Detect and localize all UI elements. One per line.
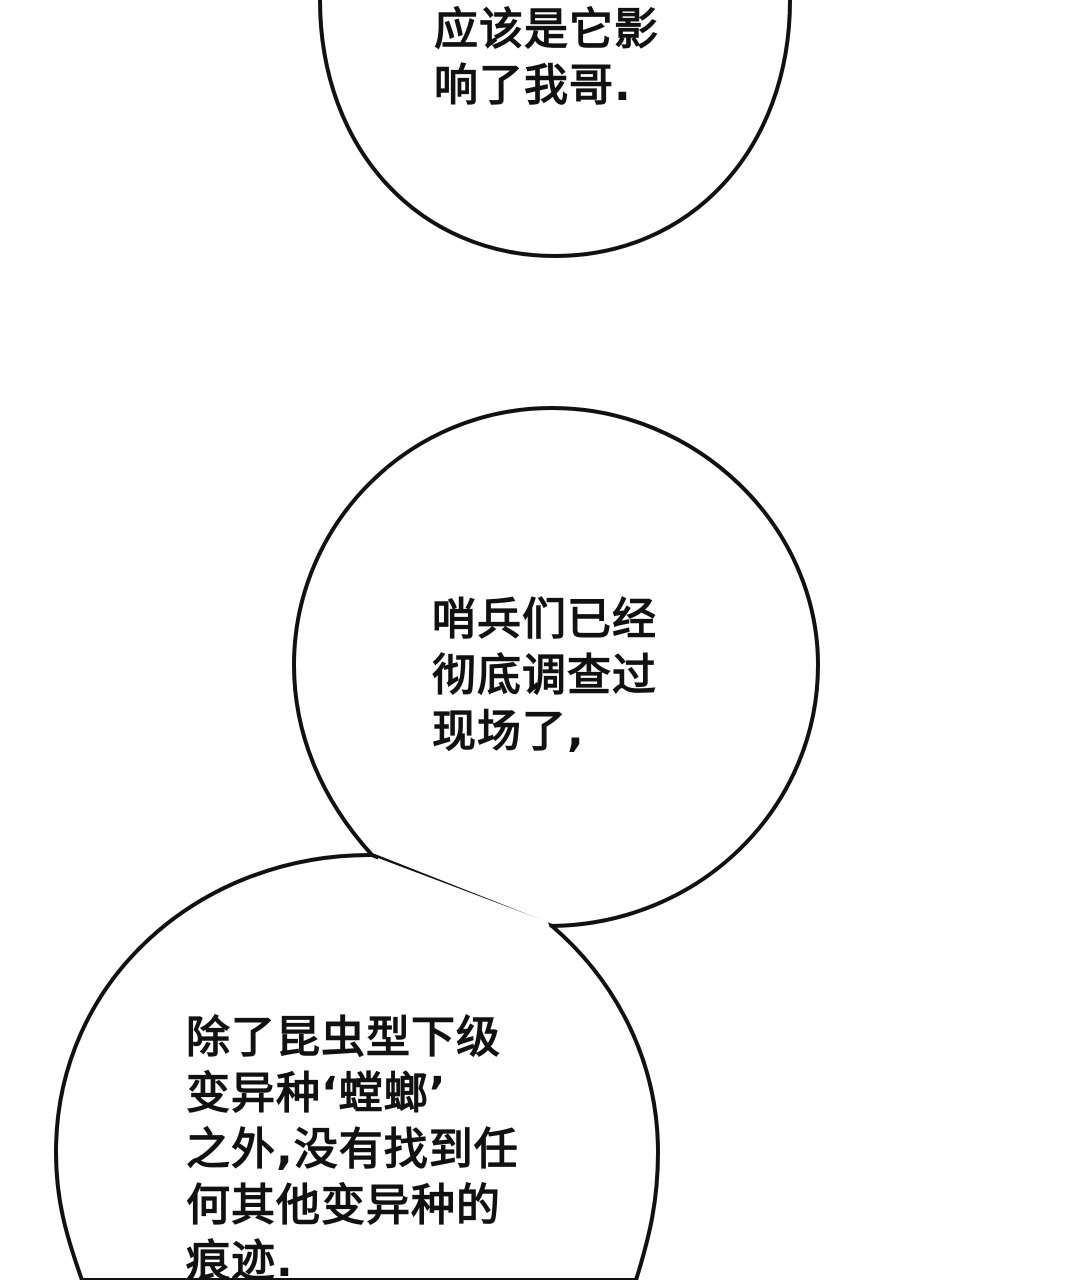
bubble-1-line-1: 应该是它影	[434, 4, 659, 55]
speech-bubble-2-outline	[291, 405, 821, 928]
bubble-1-line-2: 响了我哥.	[434, 60, 632, 111]
bubble-3-line-1: 除了昆虫型下级	[186, 1012, 501, 1063]
bubble-3-line-5: 痕迹.	[186, 1236, 294, 1280]
speech-bubble-1-outline	[318, 0, 792, 259]
speech-bubble-2-text: 哨兵们已经 彻底调查过 现场了,	[432, 592, 657, 760]
speech-bubble-1-text: 应该是它影 响了我哥.	[434, 2, 659, 114]
bubble-2-line-2: 彻底调查过	[432, 650, 657, 701]
speech-bubble-3-outline	[53, 852, 661, 1280]
bubble-2-line-3: 现场了,	[432, 706, 585, 757]
bubble-3-line-2: 变异种‘螳螂’	[186, 1068, 447, 1119]
bubble-2-line-1: 哨兵们已经	[432, 594, 657, 645]
bubble-3-line-3: 之外,没有找到任	[186, 1124, 519, 1175]
speech-bubble-3-text: 除了昆虫型下级 变异种‘螳螂’ 之外,没有找到任 何其他变异种的 痕迹.	[186, 1010, 519, 1280]
bubble-3-line-4: 何其他变异种的	[186, 1180, 501, 1231]
bubble-join-cover	[378, 858, 560, 960]
